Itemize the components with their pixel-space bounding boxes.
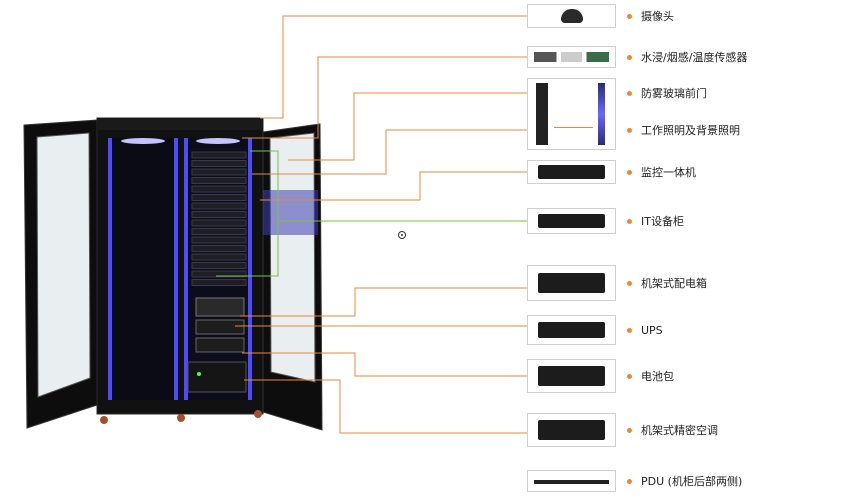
pair-connector — [554, 127, 593, 128]
component-label-ac: 机架式精密空调 — [641, 424, 718, 437]
leader-line — [242, 56, 527, 139]
center-marker-icon — [398, 231, 406, 239]
rack-battery — [195, 337, 245, 353]
rack-server-unit — [191, 151, 247, 159]
component-label-it_cabinet: IT设备柜 — [641, 215, 684, 228]
left-door-glass — [36, 132, 91, 398]
door-panel — [536, 83, 548, 145]
leader-line — [244, 379, 527, 434]
label-bullet — [627, 91, 632, 96]
dome-camera-icon — [527, 4, 616, 28]
leader-line — [240, 287, 527, 317]
rack-server-unit — [191, 219, 247, 227]
battery-pack-icon — [527, 359, 616, 393]
component-label-lighting: 工作照明及背景照明 — [641, 124, 740, 137]
rack-server-unit — [191, 185, 247, 193]
rack-ups — [195, 319, 245, 335]
label-bullet — [627, 219, 632, 224]
sensor-set-icon — [527, 46, 616, 68]
leader-line — [252, 129, 527, 175]
left-bay — [108, 138, 178, 400]
ups-icon — [527, 315, 616, 345]
label-bullet — [627, 55, 632, 60]
touch-panel-icon — [527, 160, 616, 184]
rack-server-unit — [191, 228, 247, 235]
component-label-ups: UPS — [641, 324, 663, 337]
rack-server-unit — [191, 279, 247, 286]
glass-door-light-strip-icon — [527, 78, 616, 150]
label-bullet — [627, 328, 632, 333]
pdu-strip-icon — [527, 470, 616, 492]
rack-server-unit — [191, 262, 247, 269]
rack-server-unit — [191, 168, 247, 176]
rack-server-unit — [191, 253, 247, 261]
light-strip — [598, 83, 605, 145]
label-bullet — [627, 170, 632, 175]
rack-server-unit — [191, 245, 247, 252]
rack-server-unit — [191, 194, 247, 201]
label-bullet — [627, 128, 632, 133]
component-label-camera: 摄像头 — [641, 10, 674, 23]
rack-server-unit — [191, 160, 247, 167]
rack-server-unit — [191, 202, 247, 210]
server-cabinet — [23, 117, 323, 431]
component-label-pdu: PDU (机柜后部两侧) — [641, 475, 743, 488]
power-distribution-box-icon — [527, 265, 616, 301]
right-door-glow — [263, 190, 318, 235]
leader-line — [288, 92, 527, 161]
leader-line — [260, 171, 527, 201]
component-label-door: 防雾玻璃前门 — [641, 87, 707, 100]
cabinet-top — [97, 118, 263, 130]
right-bay-light — [196, 138, 240, 144]
leader-line — [260, 15, 527, 119]
leader-line — [242, 352, 527, 377]
leader-line — [250, 150, 279, 221]
component-label-battery: 电池包 — [641, 370, 674, 383]
rack-ac — [187, 361, 247, 393]
label-bullet — [627, 14, 632, 19]
rack-server-unit — [191, 211, 247, 218]
rack-server-unit — [191, 177, 247, 184]
rack-pdu-box — [195, 297, 245, 317]
rack-server-unit — [191, 236, 247, 244]
component-label-pdu_box: 机架式配电箱 — [641, 277, 707, 290]
label-bullet — [627, 374, 632, 379]
left-bay-light — [121, 138, 165, 144]
label-bullet — [627, 428, 632, 433]
leader-line — [216, 220, 527, 277]
label-bullet — [627, 281, 632, 286]
right-door-glass — [269, 132, 316, 383]
rack-server-icon — [527, 208, 616, 234]
label-bullet — [627, 479, 632, 484]
component-label-monitor: 监控一体机 — [641, 166, 696, 179]
rack-server-unit — [191, 270, 247, 278]
component-label-sensors: 水浸/烟感/温度传感器 — [641, 51, 748, 64]
rack-servers — [191, 151, 247, 286]
rack-ac-icon — [527, 413, 616, 447]
